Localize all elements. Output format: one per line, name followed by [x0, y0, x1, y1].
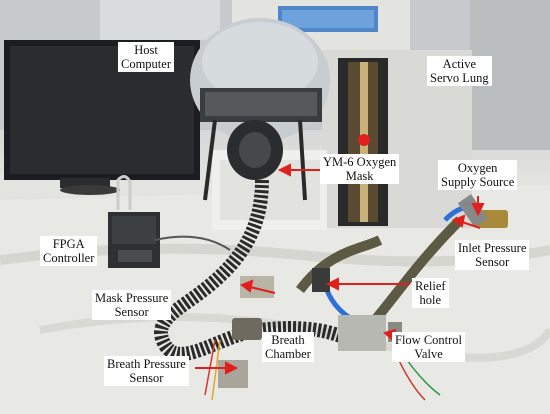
- flow-control-valve: [338, 315, 386, 351]
- label-breath-pressure-sensor: Breath Pressure Sensor: [104, 356, 189, 386]
- label-flow-control-valve: Flow Control Valve: [392, 332, 466, 362]
- label-active-servo-lung: Active Servo Lung: [427, 56, 492, 86]
- label-fpga-controller: FPGA Controller: [40, 236, 98, 266]
- label-breath-chamber: Breath Chamber: [262, 332, 314, 362]
- label-host-computer: Host Computer: [118, 42, 174, 72]
- label-ym6-oxygen-mask: YM-6 Oxygen Mask: [320, 154, 400, 184]
- label-oxygen-supply-source: Oxygen Supply Source: [438, 160, 518, 190]
- breathing-hose: [154, 179, 354, 361]
- label-inlet-pressure-sensor: Inlet Pressure Sensor: [455, 240, 530, 270]
- annotation-arrows: [195, 163, 485, 375]
- breath-pressure-sensor: [218, 360, 248, 388]
- label-mask-pressure-sensor: Mask Pressure Sensor: [92, 290, 172, 320]
- label-relief-hole: Relief hole: [412, 278, 449, 308]
